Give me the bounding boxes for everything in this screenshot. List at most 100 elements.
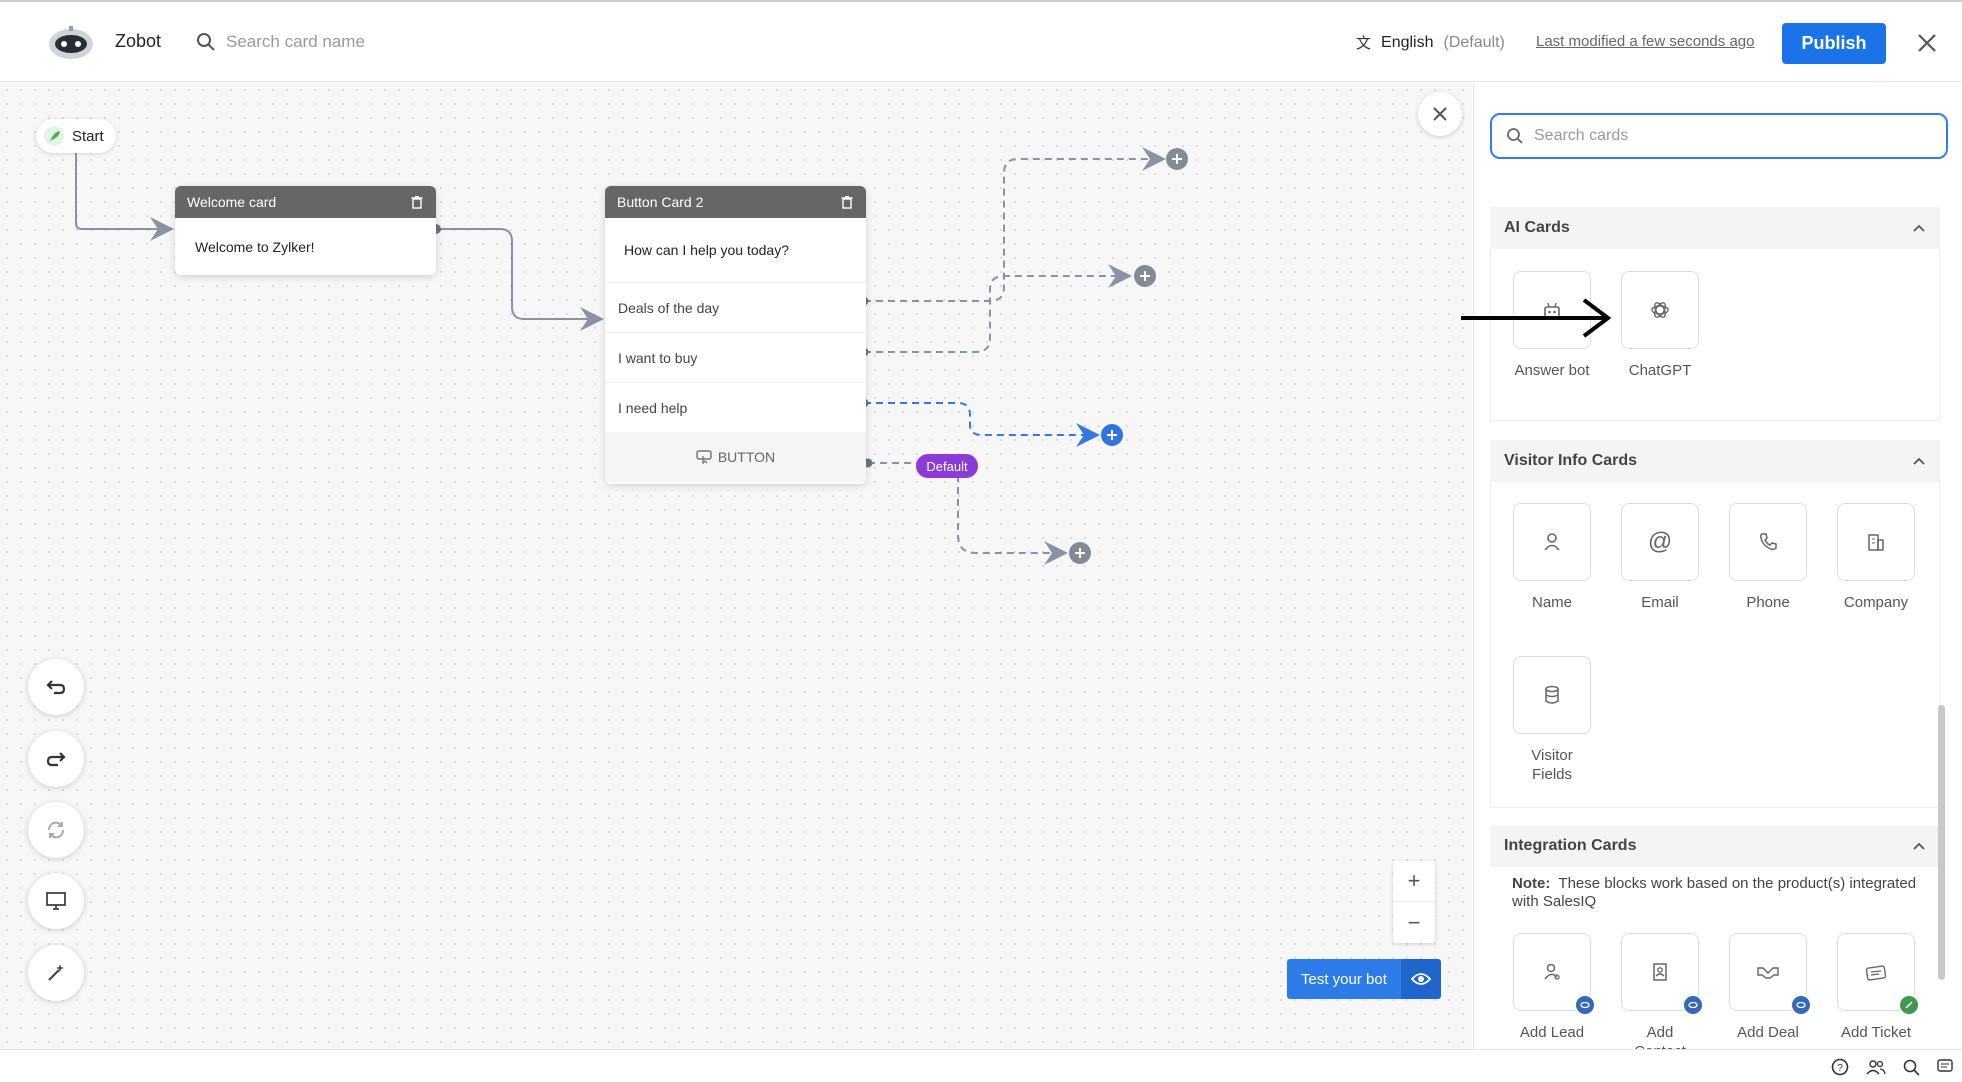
- section-title: AI Cards: [1504, 219, 1570, 236]
- cards-search-box[interactable]: [1490, 113, 1948, 159]
- undo-icon: [46, 680, 66, 695]
- button-option[interactable]: I want to buy: [605, 332, 866, 382]
- svg-text:?: ?: [1837, 1063, 1843, 1074]
- last-modified-link[interactable]: Last modified a few seconds ago: [1536, 33, 1755, 50]
- link-badge-icon: [1790, 994, 1812, 1016]
- chevron-up-icon[interactable]: [1912, 456, 1926, 466]
- database-icon: [1545, 685, 1559, 704]
- search-icon[interactable]: [1902, 1058, 1922, 1076]
- add-lead-card[interactable]: Add Lead: [1512, 933, 1596, 1042]
- button-card-node[interactable]: Button Card 2 How can I help you today? …: [605, 186, 866, 484]
- preview-desktop-button[interactable]: [28, 873, 84, 929]
- ticket-icon: [1865, 965, 1887, 981]
- test-your-bot-button[interactable]: Test your bot: [1287, 959, 1441, 999]
- auto-arrange-button[interactable]: [28, 945, 84, 1001]
- start-label: Start: [72, 127, 104, 145]
- add-node-icon[interactable]: [1133, 264, 1157, 288]
- chat-icon[interactable]: [1936, 1058, 1956, 1076]
- card-label: Company: [1843, 594, 1909, 611]
- undo-button[interactable]: [28, 659, 84, 715]
- section-title: Visitor Info Cards: [1504, 452, 1638, 469]
- card-label: Phone: [1746, 594, 1790, 611]
- cards-search-input[interactable]: [1534, 127, 1914, 145]
- users-icon[interactable]: [1866, 1058, 1886, 1076]
- button-option[interactable]: I need help: [605, 382, 866, 432]
- chatgpt-card[interactable]: ChatGPT: [1620, 271, 1700, 380]
- test-your-bot-label: Test your bot: [1287, 959, 1401, 999]
- add-button-footer[interactable]: BUTTON: [605, 432, 866, 482]
- link-badge-icon: [1682, 994, 1704, 1016]
- email-card[interactable]: @ Email: [1620, 503, 1700, 612]
- button-card-title: Button Card 2: [617, 194, 704, 210]
- panel-scrollbar[interactable]: [1938, 705, 1945, 980]
- card-name-search-input[interactable]: [226, 26, 626, 58]
- reset-button[interactable]: [28, 802, 84, 858]
- translate-icon: 文: [1356, 35, 1372, 52]
- magic-wand-icon: [48, 964, 64, 981]
- robot-icon: [1544, 302, 1560, 318]
- chevron-up-icon[interactable]: [1912, 223, 1926, 233]
- app-name: Zobot: [115, 31, 162, 51]
- desk-badge-icon: [1898, 994, 1920, 1016]
- card-label: Add Lead: [1519, 1024, 1585, 1041]
- search-icon: [1507, 128, 1523, 144]
- add-node-icon[interactable]: [1068, 541, 1092, 565]
- answer-bot-card[interactable]: Answer bot: [1512, 271, 1592, 380]
- eye-icon[interactable]: [1400, 959, 1441, 999]
- card-label: Visitor Fields: [1531, 747, 1573, 783]
- trash-icon[interactable]: [840, 195, 854, 209]
- contact-icon: [1653, 963, 1667, 981]
- visitor-fields-card[interactable]: Visitor Fields: [1512, 656, 1592, 784]
- close-panel-button[interactable]: [1418, 92, 1462, 136]
- note-text: These blocks work based on the product(s…: [1512, 875, 1917, 910]
- bottom-status-bar: ?: [0, 1049, 1962, 1082]
- cards-panel: AI Cards Answer bot ChatGPT Visitor Info…: [1473, 83, 1962, 1049]
- ai-cards-body: [1490, 249, 1940, 421]
- card-label: Name: [1531, 594, 1572, 611]
- close-icon[interactable]: [1914, 30, 1940, 56]
- card-label: Add Contact: [1634, 1024, 1686, 1049]
- zoom-out-button[interactable]: −: [1407, 909, 1421, 935]
- default-badge: Default: [916, 454, 978, 478]
- add-node-icon[interactable]: [1100, 423, 1124, 447]
- company-card[interactable]: Company: [1836, 503, 1916, 612]
- zobot-logo-icon: [49, 26, 93, 59]
- flow-canvas[interactable]: Start Welcome card Welcome to Zylker! Bu…: [0, 83, 1472, 1049]
- integration-note: Note: These blocks work based on the pro…: [1512, 875, 1922, 911]
- link-badge-icon: [1574, 994, 1596, 1016]
- help-icon[interactable]: ?: [1830, 1058, 1850, 1076]
- add-node-icon[interactable]: [1165, 147, 1189, 171]
- welcome-card-title: Welcome card: [187, 194, 277, 210]
- add-ticket-card[interactable]: Add Ticket: [1836, 933, 1920, 1042]
- close-icon: [1433, 107, 1447, 121]
- language-default-note: (Default): [1443, 33, 1505, 51]
- start-node[interactable]: Start: [36, 119, 116, 153]
- chatgpt-icon: [1651, 302, 1669, 318]
- redo-button[interactable]: [28, 731, 84, 787]
- card-label: Answer bot: [1514, 362, 1590, 379]
- visitor-info-cards-header[interactable]: Visitor Info Cards: [1490, 440, 1940, 482]
- trash-icon[interactable]: [410, 195, 424, 209]
- publish-button[interactable]: Publish: [1782, 23, 1886, 64]
- lead-icon: [1544, 963, 1560, 980]
- section-title: Integration Cards: [1504, 837, 1637, 854]
- welcome-card-node[interactable]: Welcome card Welcome to Zylker!: [175, 186, 436, 275]
- zoom-in-button[interactable]: +: [1393, 861, 1435, 902]
- language-selector[interactable]: 文 English (Default): [1356, 32, 1505, 53]
- welcome-card-text: Welcome to Zylker!: [195, 238, 315, 255]
- zoom-controls: + −: [1393, 861, 1435, 943]
- ai-cards-header[interactable]: AI Cards: [1490, 207, 1940, 249]
- monitor-icon: [46, 892, 66, 910]
- phone-card[interactable]: Phone: [1728, 503, 1808, 612]
- visitor-info-cards-body: [1490, 482, 1940, 808]
- add-contact-card[interactable]: Add Contact: [1620, 933, 1704, 1049]
- integration-cards-header[interactable]: Integration Cards: [1490, 825, 1940, 867]
- button-option[interactable]: Deals of the day: [605, 282, 866, 332]
- card-label: Email: [1641, 594, 1679, 611]
- chevron-up-icon[interactable]: [1912, 841, 1926, 851]
- name-card[interactable]: Name: [1512, 503, 1592, 612]
- handshake-icon: [1757, 967, 1779, 979]
- top-bar: Zobot 文 English (Default) Last modified …: [0, 0, 1962, 82]
- add-deal-card[interactable]: Add Deal: [1728, 933, 1812, 1042]
- language-label: English: [1381, 33, 1434, 51]
